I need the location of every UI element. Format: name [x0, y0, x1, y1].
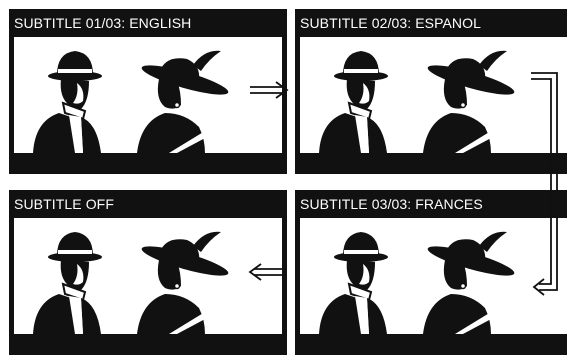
double-arrow-loop-icon — [531, 73, 557, 295]
double-arrow-left-icon — [250, 264, 287, 280]
double-arrow-right-icon — [250, 82, 287, 98]
